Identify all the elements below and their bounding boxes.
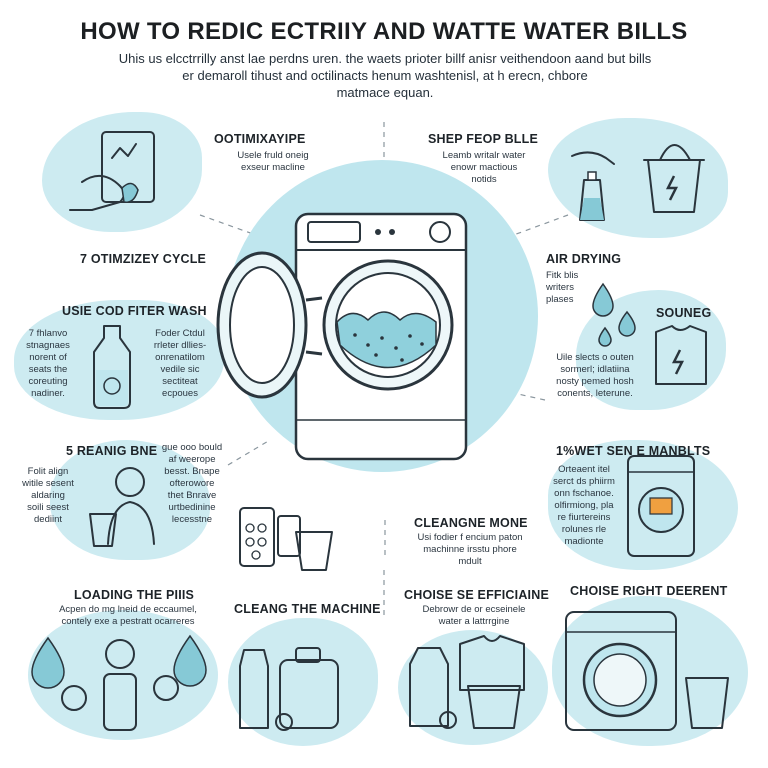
heading-loading: LOADING THE PIIIS	[74, 588, 195, 602]
text-line: water a lattrrgine	[438, 616, 510, 627]
text-line: gue ooo bould	[161, 442, 223, 453]
text-line: exseur macline	[241, 162, 305, 173]
text-cold-left: 7 fhlanvo stnagnaes norent of seats the …	[16, 328, 80, 400]
text-line: notids	[471, 174, 497, 185]
heading-shep: SHEP FEOP BLLE	[428, 132, 539, 146]
intro-line: Uhis us elcctrrilly anst lae perdns uren…	[118, 51, 652, 66]
heading-detergent: CHOISE RIGHT DEERENT	[570, 584, 728, 598]
text-line: Uile slects o outen	[556, 352, 634, 363]
intro-line: matmace equan.	[336, 85, 434, 100]
intro-text: Uhis us elcctrrilly anst lae perdns uren…	[40, 50, 730, 101]
text-line: olfirmiong, pla	[554, 500, 614, 511]
heading-reanig: 5 REANIG BNE	[66, 444, 158, 458]
text-shep: Leamb writalr water enowr mactious notid…	[424, 150, 544, 186]
text-line: seats the	[28, 364, 68, 375]
text-line: Orteaent itel	[558, 464, 610, 475]
text-line: lecesstne	[171, 514, 213, 525]
heading-wet: 1%WET SEN E MANBLTS	[556, 444, 711, 458]
text-line: plases	[546, 294, 574, 305]
text-line: Folit align	[27, 466, 69, 477]
text-line: coreuting	[28, 376, 68, 387]
text-line: Fitk blis	[546, 270, 579, 281]
text-line: conents, leterune.	[557, 388, 633, 399]
basket-icon	[239, 507, 333, 571]
text-reanig-left: Folit align witile sesent aldaring soili…	[10, 466, 86, 526]
text-efficiaine: Debrowr de or ecseinele water a lattrrgi…	[404, 604, 544, 628]
efficiency-bottle-icon	[409, 635, 525, 729]
text-line: 7 fhlanvo	[28, 328, 68, 339]
text-line: dediint	[34, 514, 62, 525]
text-line: witile sesent	[22, 478, 74, 489]
text-line: urtbedinine	[168, 502, 216, 513]
text-wet: Orteaent itel serct ds phiirm onn fschan…	[544, 464, 624, 548]
text-line: enowr mactious	[450, 162, 518, 173]
text-cold-right: Foder Ctdul rrleter dllies- onrenatilom …	[140, 328, 220, 400]
text-line: writers	[546, 282, 574, 293]
text-otimixa: Usele fruld oneig exseur macline	[208, 150, 338, 174]
text-line: ecpoues	[162, 388, 198, 399]
person-icon	[89, 467, 155, 547]
text-line: aldaring	[31, 490, 65, 501]
text-line: machinne irsstu phore	[423, 544, 517, 555]
text-line: besst. Bnape	[164, 466, 220, 477]
front-loader-icon	[565, 611, 729, 731]
shirt-icon	[655, 325, 707, 385]
text-line: Leamb writalr water	[442, 150, 526, 161]
text-line: contely exe a pestratt ocarreres	[61, 616, 195, 627]
droplet-person-icon	[31, 634, 207, 731]
intro-line: er demaroll tihust and octilinacts henum…	[182, 68, 588, 83]
text-line: norent of	[29, 352, 67, 363]
text-cleaning-mone: Usi fodier f encium paton machinne irsst…	[400, 532, 540, 568]
heading-souneg: SOUNEG	[656, 306, 712, 320]
blob-bottom-2	[228, 618, 378, 746]
text-line: Usi fodier f encium paton	[417, 532, 523, 543]
text-line: onn fschanoe.	[554, 488, 614, 499]
text-line: vedile sic	[160, 364, 200, 375]
text-air: Fitk blis writers plases	[546, 270, 606, 306]
text-line: Foder Ctdul	[155, 328, 205, 339]
text-line: af weerope	[168, 454, 216, 465]
page-title: HOW TO REDIC ECTRIIY AND WATTE WATER BIL…	[80, 18, 688, 45]
heading-cold: USIE COD FITER WASH	[62, 304, 207, 318]
text-souneg: Uile slects o outen sormerl; idlatiina n…	[540, 352, 650, 400]
detergent-bottles-icon	[239, 647, 339, 731]
text-line: Usele fruld oneig	[237, 150, 309, 161]
heading-air: AIR DRYING	[546, 252, 622, 266]
text-line: re fiurtereins	[557, 512, 611, 523]
text-line: nosty pemed hosh	[556, 376, 634, 387]
bottle-icon	[93, 325, 131, 409]
washing-machine-icon	[627, 455, 695, 557]
text-line: madionte	[564, 536, 604, 547]
text-line: Debrowr de or ecseinele	[422, 604, 526, 615]
text-line: stnagnaes	[26, 340, 70, 351]
text-reanig-right: gue ooo bould af weerope besst. Bnape of…	[154, 442, 230, 526]
text-line: onrenatilom	[155, 352, 205, 363]
text-line: ofterowore	[169, 478, 215, 489]
bucket-icon	[571, 144, 705, 221]
heading-cleaning-mone: CLEANGNE MONE	[414, 516, 528, 530]
text-line: rrleter dllies-	[153, 340, 207, 351]
text-line: mdult	[458, 556, 482, 567]
text-line: thet Bnrave	[167, 490, 217, 501]
text-line: sectiteat	[162, 376, 198, 387]
blob-left-lower	[50, 440, 210, 560]
heading-cycle: 7 OTIMZIZEY CYCLE	[80, 252, 207, 266]
text-line: soili seest	[27, 502, 69, 513]
text-line: rolunes rle	[561, 524, 607, 535]
text-loading: Acpen do mg lneid de eccaumel, contely e…	[28, 604, 228, 628]
text-line: nadiner.	[31, 388, 65, 399]
text-line: serct ds phiirm	[553, 476, 615, 487]
water-drop-icon	[592, 282, 636, 347]
text-line: Acpen do mg lneid de eccaumel,	[59, 604, 197, 615]
hand-card-icon	[69, 131, 155, 211]
text-line: sormerl; idlatiina	[560, 364, 630, 375]
heading-efficiaine: CHOISE SE EFFICIAINE	[404, 588, 549, 602]
heading-otimixa: OOTIMIXAYIPE	[214, 132, 306, 146]
heading-clean-machine: CLEANG THE MACHINE	[234, 602, 381, 616]
